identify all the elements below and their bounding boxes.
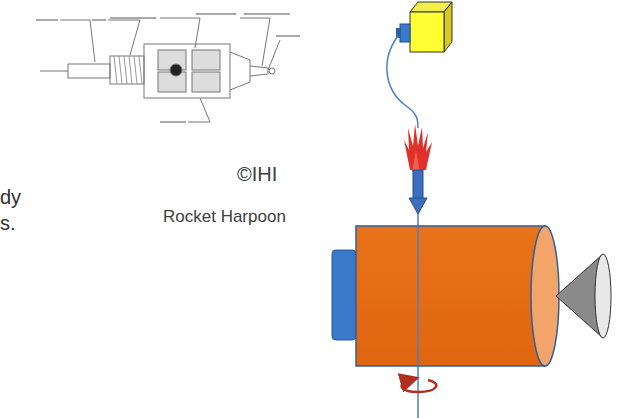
rotation-arrow [402,380,437,392]
cut-text: s. [0,212,16,234]
cube-device [396,2,452,52]
debris-cylinder [332,226,611,366]
cut-text: dy [0,186,21,208]
copyright-mark: ©IHI [237,163,277,185]
figure-caption: Rocket Harpoon [163,208,286,227]
rotation-axis [417,214,419,418]
rocket-flame [404,124,432,172]
tether-wire [387,36,418,128]
harpoon [409,170,427,214]
harpoon-schematic [36,14,300,122]
